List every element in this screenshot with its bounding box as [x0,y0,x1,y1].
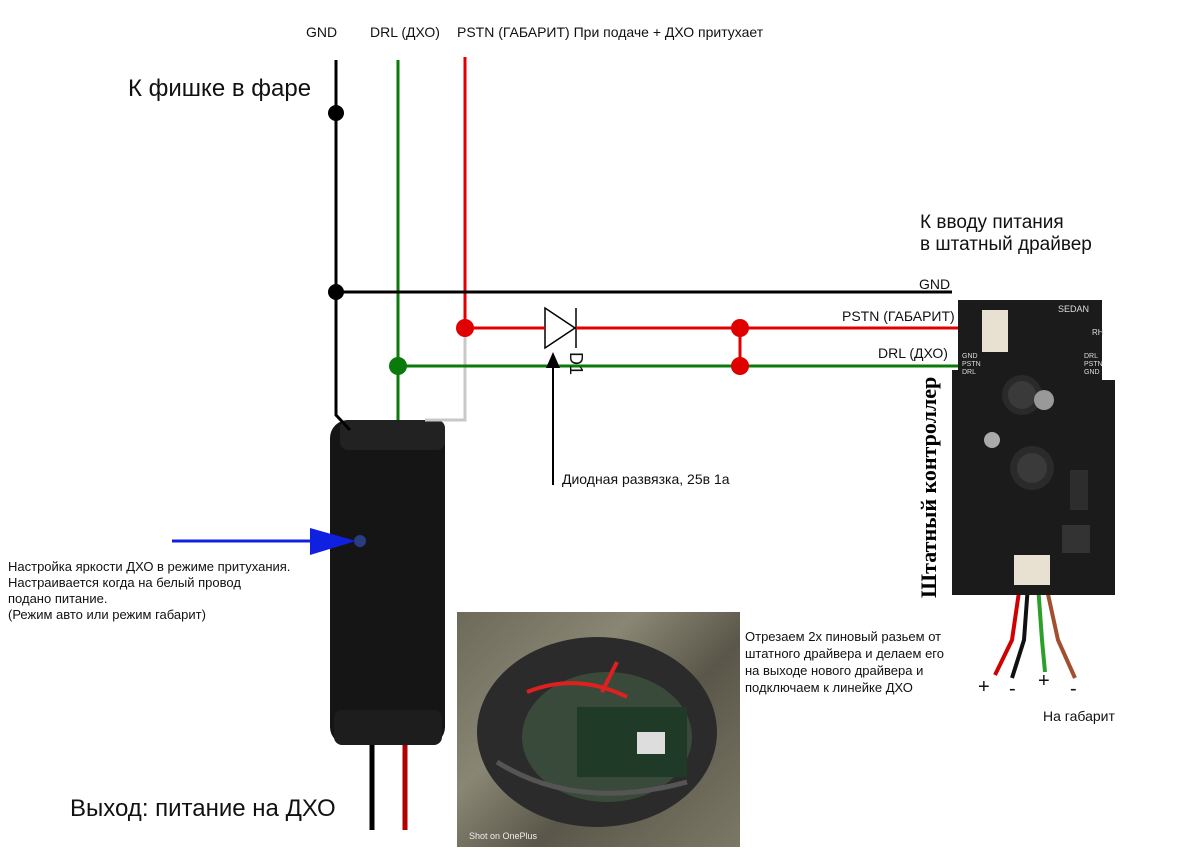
pcb-brand: SEDAN [1058,304,1089,314]
polarity-plus-2: + [1038,670,1050,692]
pcb-left-pin-3: DRL [962,369,976,376]
right-label-pstn: PSTN (ГАБАРИТ) [842,308,955,324]
polarity-minus-1: - [1009,678,1016,700]
driver-module [330,420,445,745]
module-cap-bottom [334,710,442,745]
top-label-drl: DRL (ДХО) [370,24,440,40]
pcb-left-pin-2: PSTN [962,361,981,368]
polarity-minus-2: - [1070,678,1077,700]
right-label-gnd: GND [919,276,951,292]
junction-gnd-top [328,105,344,121]
pcb-right-pin-3: GND [1084,369,1100,376]
driver-input-line1: К вводу питания [920,212,1064,233]
brightness-note-line3: подано питание. [8,591,108,606]
connector-note: Отрезаем 2х пиновый разьем от штатного д… [745,629,944,695]
brightness-note-line2: Настраивается когда на белый провод [8,575,241,590]
output-label: Выход: питание на ДХО [70,795,336,822]
headlight-connector-label: К фишке в фаре [128,75,312,102]
photo-caption: Shot on OnePlus [469,831,538,841]
pcb-right-pin-1: DRL [1084,353,1098,360]
pcb-wire-green [1036,584,1047,673]
pcb-left-pin-1: GND [962,353,978,360]
diode-ref: D1 [566,352,586,376]
diode-note: Диодная развязка, 25в 1а [562,471,730,487]
module-cap-top [340,420,445,450]
junction-pstn-right [731,319,749,337]
controller-label: Штатный контроллер [916,376,941,598]
brightness-note-line1: Настройка яркости ДХО в режиме притухани… [8,559,291,574]
right-label-drl: DRL (ДХО) [878,345,948,361]
white-wire [425,328,467,422]
gnd-wire-vertical [334,60,352,432]
stock-controller-pcb: SEDAN RH GND PSTN DRL DRL PSTN GND [952,300,1115,595]
gabarit-label: На габарит [1043,708,1115,724]
brightness-note-line4: (Режим авто или режим габарит) [8,607,206,622]
top-label-pstn: PSTN (ГАБАРИТ) При подаче + ДХО притухае… [457,24,764,40]
installation-photo: Shot on OnePlus [457,612,740,847]
junction-drl [389,357,407,375]
junction-gnd [328,284,344,300]
junction-drl-right [731,357,749,375]
pcb-rh: RH [1092,328,1104,337]
pcb-wire-brown [1044,584,1077,679]
pcb-wire-red [993,584,1022,676]
polarity-plus-1: + [978,676,990,698]
pcb-right-pin-2: PSTN [1084,361,1103,368]
pcb-wire-black [1010,584,1030,679]
brightness-trimmer [354,535,366,547]
junction-pstn-left [456,319,474,337]
top-label-gnd: GND [306,24,338,40]
driver-input-line2: в штатный драйвер [920,234,1092,255]
